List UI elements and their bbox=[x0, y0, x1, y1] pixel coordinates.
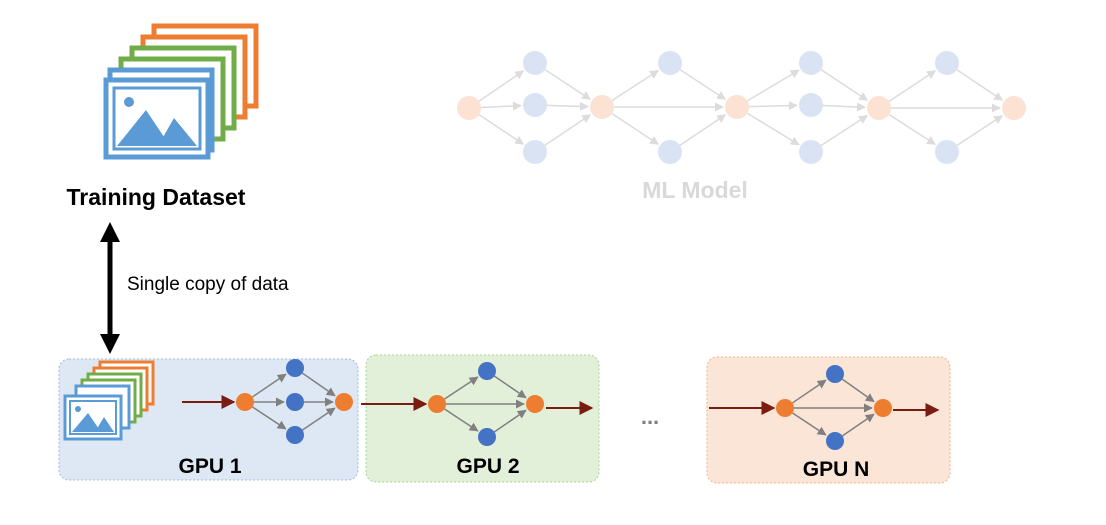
gpu-edge bbox=[252, 373, 287, 398]
gpu-edge bbox=[301, 372, 336, 397]
data-transfer-label: Single copy of data bbox=[127, 274, 289, 295]
ml-hidden-node bbox=[935, 51, 959, 75]
ml-edge bbox=[822, 102, 866, 112]
ml-edge bbox=[480, 101, 522, 111]
gpu-edge bbox=[841, 413, 875, 437]
ml-edge bbox=[888, 70, 937, 103]
gpu-hidden-node bbox=[478, 428, 496, 446]
ml-hidden-node bbox=[799, 51, 823, 75]
ml-io-node bbox=[590, 95, 614, 119]
gpu-model-replicas bbox=[182, 359, 940, 450]
ml-hidden-node bbox=[935, 140, 959, 164]
ml-edge bbox=[478, 70, 525, 102]
dataset-title: Training Dataset bbox=[67, 184, 246, 210]
gpu-output-node bbox=[874, 399, 892, 417]
ml-edge bbox=[956, 69, 1004, 101]
ml-edge bbox=[478, 114, 525, 145]
ml-io-node bbox=[1002, 96, 1026, 120]
ml-model-graph bbox=[457, 51, 1026, 164]
gpu-input-node bbox=[776, 399, 794, 417]
ml-edge bbox=[746, 112, 800, 146]
gpu-1-data-shard-icon bbox=[63, 360, 155, 441]
ml-edge bbox=[746, 69, 800, 102]
gpu-hidden-node bbox=[478, 362, 496, 380]
ml-io-node bbox=[725, 95, 749, 119]
ml-hidden-node bbox=[658, 51, 682, 75]
ml-edge bbox=[546, 101, 589, 111]
ml-edge bbox=[679, 114, 727, 146]
ml-edge bbox=[544, 114, 592, 146]
gpu-hidden-node bbox=[286, 393, 304, 411]
gpu-edge bbox=[792, 379, 827, 404]
ml-hidden-node bbox=[658, 140, 682, 164]
gpu-edge bbox=[302, 407, 336, 431]
gpu-hidden-node bbox=[286, 426, 304, 444]
ml-edge bbox=[679, 68, 727, 100]
ml-edge bbox=[888, 113, 937, 146]
gpu-edge bbox=[792, 412, 827, 436]
gpu-edge bbox=[444, 376, 479, 400]
ml-edge bbox=[820, 114, 869, 147]
ml-edge bbox=[544, 68, 592, 100]
ellipsis: ... bbox=[641, 404, 659, 429]
ml-edge bbox=[956, 115, 1004, 147]
ml-hidden-node bbox=[523, 51, 547, 75]
ml-edge bbox=[611, 69, 660, 102]
ml-io-node bbox=[867, 96, 891, 120]
gpu-edge bbox=[493, 409, 527, 433]
gpu-hidden-node bbox=[826, 432, 844, 450]
ml-edge bbox=[748, 101, 798, 111]
ml-io-node bbox=[457, 96, 481, 120]
ml-hidden-node bbox=[799, 93, 823, 117]
gpu-input-node bbox=[428, 395, 446, 413]
gpu-output-node bbox=[335, 393, 353, 411]
gpu-edge bbox=[444, 408, 479, 432]
ml-hidden-node bbox=[523, 140, 547, 164]
ml-model-title: ML Model bbox=[642, 177, 748, 203]
gpu-n-label: GPU N bbox=[803, 458, 870, 481]
gpu-n-box bbox=[706, 356, 951, 484]
gpu-1-label: GPU 1 bbox=[178, 455, 241, 478]
dataset-image-stack-icon bbox=[103, 23, 259, 160]
gpu-edge bbox=[493, 375, 527, 399]
gpu-output-node bbox=[526, 395, 544, 413]
ml-hidden-node bbox=[523, 93, 547, 117]
gpu-2-label: GPU 2 bbox=[456, 455, 519, 478]
gpu-input-node bbox=[236, 393, 254, 411]
ml-edge bbox=[611, 112, 660, 145]
gpu-edge bbox=[252, 406, 287, 430]
gpu-2-box bbox=[365, 354, 600, 483]
gpu-edge bbox=[841, 378, 875, 403]
gpu-hidden-node bbox=[826, 365, 844, 383]
gpu-hidden-node bbox=[286, 359, 304, 377]
ml-hidden-node bbox=[799, 140, 823, 164]
ml-edge bbox=[820, 68, 869, 101]
